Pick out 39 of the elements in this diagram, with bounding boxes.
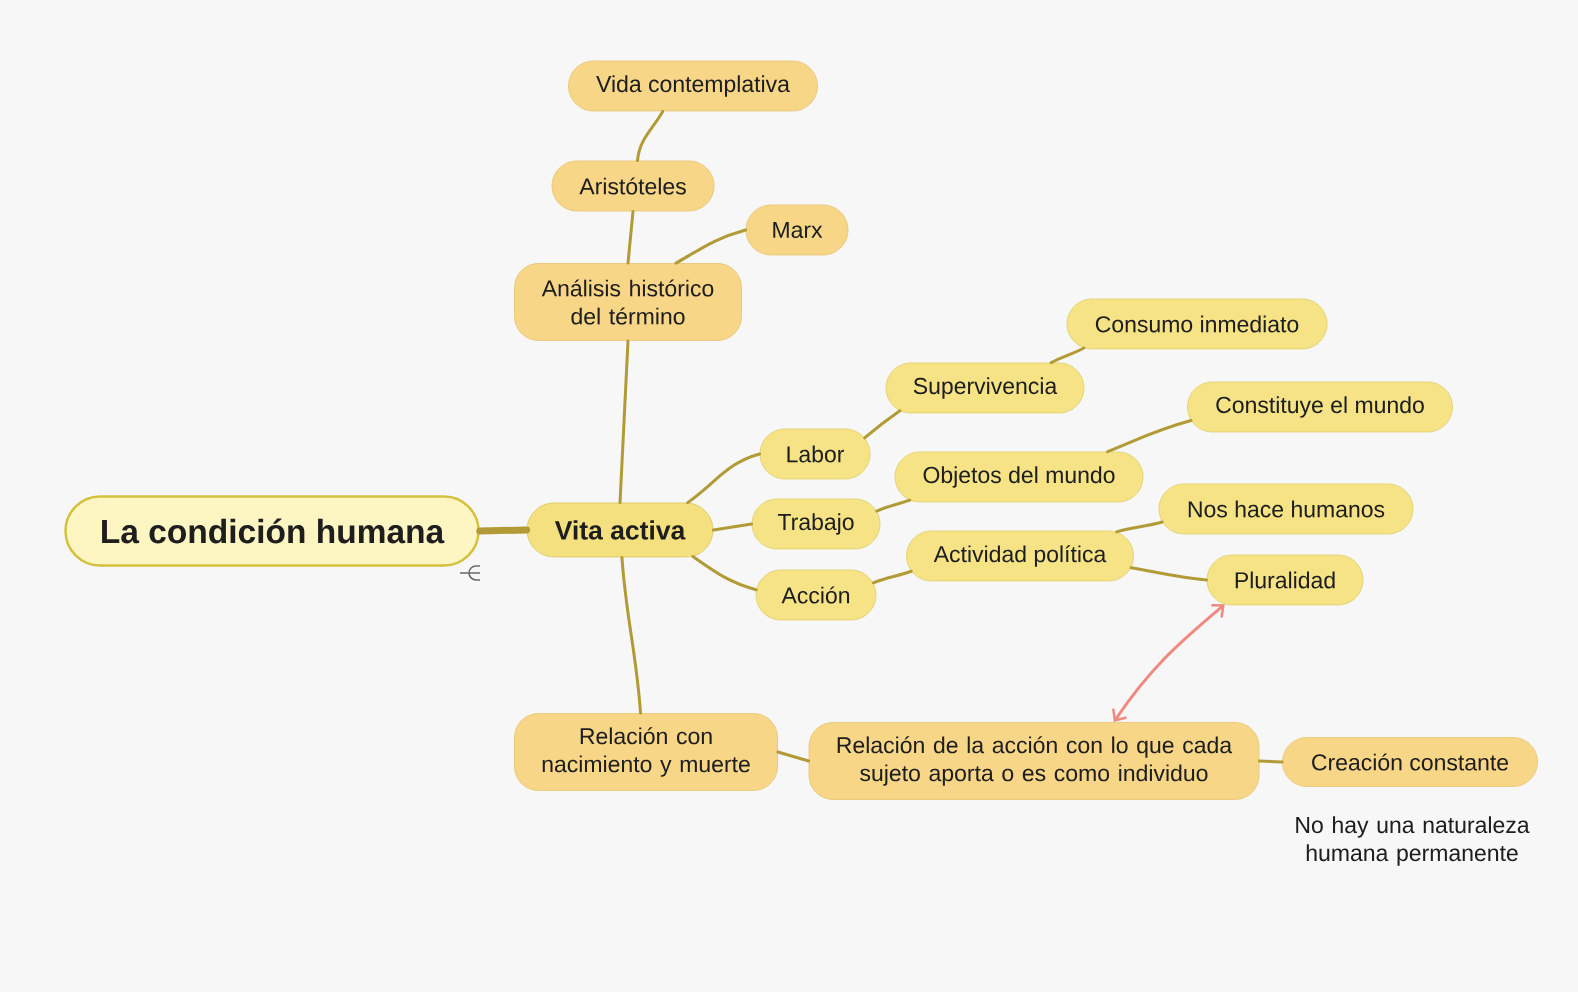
main-topic: Vita activa — [526, 502, 714, 558]
topic-bubble: Constituye el mundo — [1187, 381, 1453, 433]
topic-bubble: Relación de la acción con lo que cada sujeto aporta o es como individuo — [808, 722, 1260, 800]
topic-bubble: Análisis histórico del término — [514, 263, 742, 341]
branch-line — [875, 498, 912, 513]
topic-bubble: Acción — [755, 569, 877, 621]
central-topic: La condición humana — [64, 495, 480, 567]
topic-bubble: Trabajo — [751, 498, 881, 550]
branch-line — [1106, 419, 1193, 454]
branch-line — [1115, 520, 1164, 534]
topic-bubble: Labor — [759, 428, 871, 480]
branch-line — [1257, 759, 1284, 764]
topic-bubble: Marx — [745, 204, 849, 256]
branch-line — [863, 409, 902, 440]
topic-bubble: Nos hace humanos — [1158, 483, 1414, 535]
topic-bubble: Relación con nacimiento y muerte — [514, 713, 778, 791]
branch-line — [691, 555, 758, 592]
branch-line — [618, 339, 630, 505]
branch-line — [711, 522, 754, 532]
topic-bubble: Supervivencia — [885, 362, 1085, 414]
branch-line — [626, 209, 635, 265]
branch-line — [1049, 346, 1086, 365]
branch-line — [674, 228, 748, 265]
double-arrow — [1112, 603, 1225, 723]
branch-line — [620, 555, 643, 715]
topic-bubble: Consumo inmediato — [1066, 298, 1328, 350]
topic-bubble: Vida contemplativa — [568, 60, 818, 112]
branch-line — [476, 526, 531, 535]
branch-line — [871, 569, 913, 585]
topic-bubble: Objetos del mundo — [894, 451, 1144, 503]
branch-line — [1129, 566, 1209, 582]
topic-bubble: Creación constante — [1282, 737, 1538, 787]
branch-line — [776, 750, 811, 763]
branch-line — [636, 109, 665, 163]
topic-bubble: Aristóteles — [551, 160, 715, 212]
topic-bubble: Actividad política — [906, 530, 1134, 582]
topic-bubble: Pluralidad — [1206, 554, 1364, 606]
branch-line — [686, 452, 762, 505]
note-text: No hay una naturaleza humana permanente — [1296, 816, 1530, 866]
